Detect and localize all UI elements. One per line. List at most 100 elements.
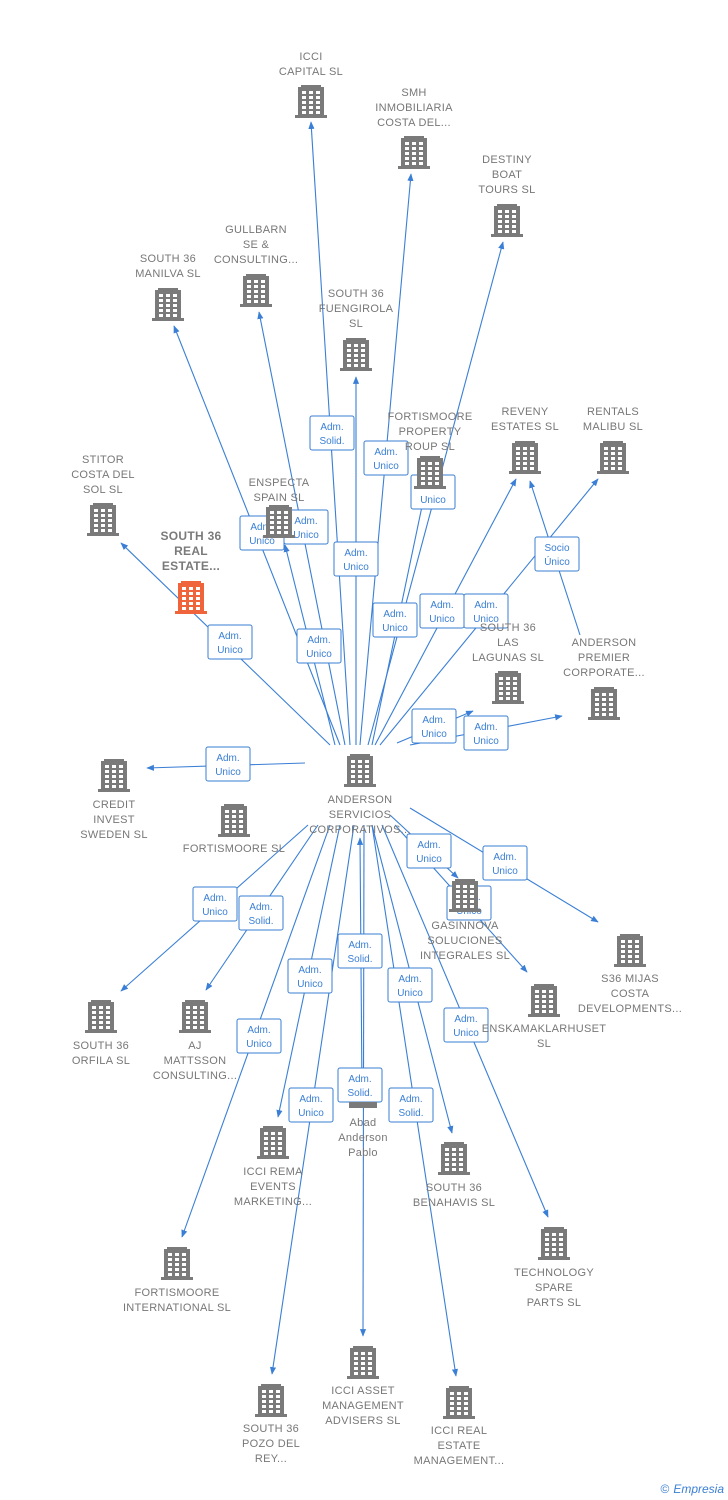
node-label-manilva[interactable]: MANILVA SL xyxy=(135,268,201,280)
node-label-reveny[interactable]: ESTATES SL xyxy=(491,421,559,433)
building-icon[interactable] xyxy=(257,1126,289,1159)
edge-label-anderson-gasinnova[interactable]: Adm.Unico xyxy=(406,833,452,869)
node-label-icci_asset[interactable]: MANAGEMENT xyxy=(322,1400,404,1412)
building-icon[interactable] xyxy=(87,503,119,536)
node-label-anderson[interactable]: CORPORATIVOS... xyxy=(309,824,410,836)
node-label-gullbarn[interactable]: SE & xyxy=(243,239,270,251)
building-icon[interactable] xyxy=(614,934,646,967)
node-label-pozo[interactable]: REY... xyxy=(255,1453,287,1465)
edge-label-anderson-aj[interactable]: Adm.Solid. xyxy=(238,895,284,931)
node-label-icci_real[interactable]: ESTATE xyxy=(438,1440,481,1452)
node-label-manilva[interactable]: SOUTH 36 xyxy=(140,253,196,265)
node-label-fortis_prop[interactable]: ROUP SL xyxy=(405,441,455,453)
node-label-s36_mijas[interactable]: DEVELOPMENTS... xyxy=(578,1003,682,1015)
building-icon[interactable] xyxy=(152,288,184,321)
node-label-gullbarn[interactable]: GULLBARN xyxy=(225,224,287,236)
node-label-anderson_premier[interactable]: ANDERSON xyxy=(572,637,637,649)
node-label-credit[interactable]: CREDIT xyxy=(93,799,136,811)
node-label-smh[interactable]: SMH xyxy=(401,87,426,99)
node-label-technology[interactable]: SPARE xyxy=(535,1282,573,1294)
building-icon[interactable] xyxy=(263,505,295,538)
person-icon[interactable] xyxy=(349,1102,377,1108)
node-label-abad[interactable]: Anderson xyxy=(338,1132,388,1144)
node-label-fortis_prop[interactable]: PROPERTY xyxy=(399,426,462,438)
node-label-s36_real[interactable]: ESTATE... xyxy=(162,559,220,573)
node-label-icci_asset[interactable]: ADVISERS SL xyxy=(325,1415,400,1427)
node-label-gasinnova[interactable]: SOLUCIONES xyxy=(427,935,502,947)
node-label-aj[interactable]: CONSULTING... xyxy=(153,1070,237,1082)
building-icon[interactable] xyxy=(295,85,327,118)
node-label-icci_rema[interactable]: MARKETING... xyxy=(234,1196,312,1208)
node-label-s36_mijas[interactable]: COSTA xyxy=(611,988,650,1000)
node-label-anderson[interactable]: ANDERSON xyxy=(328,794,393,806)
node-label-destiny[interactable]: DESTINY xyxy=(482,154,532,166)
node-label-s36_real[interactable]: SOUTH 36 xyxy=(160,529,221,543)
building-icon[interactable] xyxy=(344,754,376,787)
node-label-stitor[interactable]: SOL SL xyxy=(83,484,123,496)
edge-label-anderson-credit[interactable]: Adm.Unico xyxy=(205,746,251,782)
node-label-icci_rema[interactable]: EVENTS xyxy=(250,1181,296,1193)
node-label-anderson[interactable]: SERVICIOS xyxy=(329,809,391,821)
edge-label-anderson-fortis_intl[interactable]: Adm.Unico xyxy=(236,1018,282,1054)
node-label-abad[interactable]: Abad xyxy=(350,1117,377,1129)
building-icon[interactable] xyxy=(98,759,130,792)
node-label-fuengirola[interactable]: SL xyxy=(349,318,363,330)
building-icon[interactable] xyxy=(179,1000,211,1033)
node-label-fortis_intl[interactable]: FORTISMOORE xyxy=(135,1287,220,1299)
building-icon[interactable] xyxy=(443,1386,475,1419)
node-label-icci_real[interactable]: MANAGEMENT... xyxy=(414,1455,505,1467)
building-icon[interactable] xyxy=(255,1384,287,1417)
building-icon[interactable] xyxy=(414,456,446,489)
building-icon[interactable] xyxy=(449,879,481,912)
node-label-icci_asset[interactable]: ICCI ASSET xyxy=(331,1385,395,1397)
building-icon[interactable] xyxy=(597,441,629,474)
node-label-enspecta[interactable]: ENSPECTA xyxy=(249,477,310,489)
edge-label-anderson-icci_rema[interactable]: Adm.Unico xyxy=(287,958,333,994)
node-label-reveny[interactable]: REVENY xyxy=(501,406,548,418)
edge-label-anderson-stitor[interactable]: Adm.Unico xyxy=(207,624,253,660)
edge-label-anderson-reveny[interactable]: Adm.Unico xyxy=(419,593,465,629)
building-icon[interactable] xyxy=(85,1000,117,1033)
node-label-orfila[interactable]: SOUTH 36 xyxy=(73,1040,129,1052)
edge-label-anderson-technology[interactable]: Adm.Unico xyxy=(443,1007,489,1043)
node-label-stitor[interactable]: COSTA DEL xyxy=(71,469,135,481)
node-label-fuengirola[interactable]: SOUTH 36 xyxy=(328,288,384,300)
edge-label-anderson-orfila[interactable]: Adm.Unico xyxy=(192,886,238,922)
node-label-gasinnova[interactable]: GASINNOVA xyxy=(431,920,499,932)
building-icon[interactable] xyxy=(538,1227,570,1260)
node-label-fuengirola[interactable]: FUENGIROLA xyxy=(319,303,394,315)
edge-label-anderson-icci_real[interactable]: Adm.Solid. xyxy=(388,1087,434,1123)
node-label-gasinnova[interactable]: INTEGRALES SL xyxy=(420,950,510,962)
node-label-s36_mijas[interactable]: S36 MIJAS xyxy=(601,973,659,985)
node-label-benahavis[interactable]: BENAHAVIS SL xyxy=(413,1197,495,1209)
building-icon[interactable] xyxy=(347,1346,379,1379)
node-label-fortis_prop[interactable]: FORTISMOORE xyxy=(388,411,473,423)
node-label-aj[interactable]: AJ xyxy=(188,1040,201,1052)
edge-label-anderson-lagunas[interactable]: Adm.Unico xyxy=(411,708,457,744)
node-label-icci_capital[interactable]: CAPITAL SL xyxy=(279,66,343,78)
building-icon[interactable] xyxy=(588,687,620,720)
node-label-technology[interactable]: PARTS SL xyxy=(527,1297,582,1309)
edge-label-anderson-icci_capital[interactable]: Adm.Solid. xyxy=(309,415,355,451)
building-icon[interactable] xyxy=(509,441,541,474)
node-label-icci_capital[interactable]: ICCI xyxy=(299,51,322,63)
node-label-lagunas[interactable]: SOUTH 36 xyxy=(480,622,536,634)
node-label-credit[interactable]: SWEDEN SL xyxy=(80,829,148,841)
edge-label-anderson-fortis_prop[interactable]: Adm.Unico xyxy=(372,602,418,638)
node-label-s36_real[interactable]: REAL xyxy=(174,544,208,558)
node-label-aj[interactable]: MATTSSON xyxy=(164,1055,227,1067)
node-label-icci_real[interactable]: ICCI REAL xyxy=(431,1425,488,1437)
building-icon[interactable] xyxy=(491,204,523,237)
edge-label-anderson-benahavis[interactable]: Adm.Unico xyxy=(387,967,433,1003)
node-label-smh[interactable]: INMOBILIARIA xyxy=(375,102,453,114)
edge-label-abad-anderson[interactable]: Adm.Solid. xyxy=(337,1067,383,1103)
building-icon[interactable] xyxy=(340,338,372,371)
node-label-icci_rema[interactable]: ICCI REMA xyxy=(243,1166,303,1178)
edge-label-anderson-s36_mijas[interactable]: Adm.Unico xyxy=(482,845,528,881)
node-label-smh[interactable]: COSTA DEL... xyxy=(377,117,451,129)
edge-label-anderson-smh[interactable]: Adm.Unico xyxy=(363,440,409,476)
building-icon[interactable] xyxy=(438,1142,470,1175)
edge-label-anderson-rentals[interactable]: Adm.Unico xyxy=(463,593,509,629)
edge-label-anderson-pozo[interactable]: Adm.Unico xyxy=(288,1087,334,1123)
